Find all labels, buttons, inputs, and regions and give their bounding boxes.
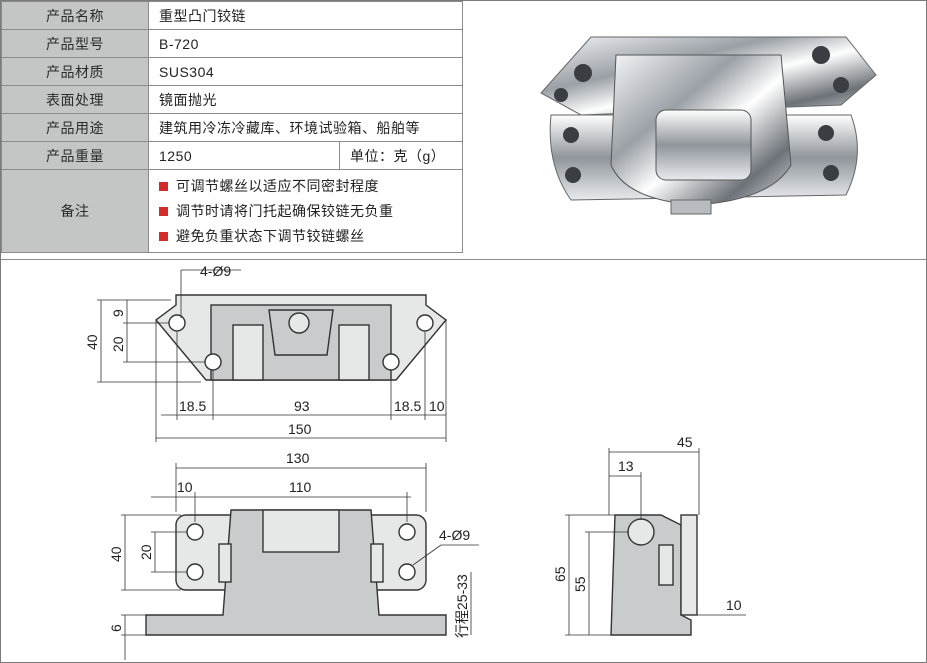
spec-row-notes: 备注 可调节螺丝以适应不同密封程度 调节时请将门托起确保铰链无负重 避免负重状态… xyxy=(1,169,463,253)
spec-row-finish: 表面处理 镜面抛光 xyxy=(1,85,463,114)
drawing-canvas: 4-Ø9 40 9 20 18.5 93 18.5 10 150 xyxy=(84,263,746,660)
dim-front-h-a: 20 xyxy=(138,544,154,560)
dim-side-base: 10 xyxy=(726,597,742,613)
dim-side-w-total: 45 xyxy=(677,434,693,450)
spec-label: 产品材质 xyxy=(1,57,149,86)
dim-top-w-b: 18.5 xyxy=(394,398,421,414)
dim-front-h-total: 40 xyxy=(108,546,124,562)
dim-top-hole: 4-Ø9 xyxy=(200,263,231,279)
spec-label: 产品重量 xyxy=(1,141,149,170)
dim-top-w-total: 150 xyxy=(288,421,312,437)
spec-value: 重型凸门铰链 xyxy=(148,1,463,30)
spec-row-weight: 产品重量 1250 单位：克（g） xyxy=(1,141,463,170)
notes-list: 可调节螺丝以适应不同密封程度 调节时请将门托起确保铰链无负重 避免负重状态下调节… xyxy=(148,169,463,253)
note-item: 调节时请将门托起确保铰链无负重 xyxy=(159,199,452,224)
bullet-square-icon xyxy=(159,181,168,191)
spec-row-usage: 产品用途 建筑用冷冻冷藏库、环境试验箱、船舶等 xyxy=(1,113,463,142)
dim-front-w-total: 130 xyxy=(286,450,310,466)
dim-top-h-a: 9 xyxy=(110,309,126,317)
dim-side-h-total: 65 xyxy=(552,566,568,582)
dim-top-w-a: 18.5 xyxy=(179,398,206,414)
technical-drawings: 4-Ø9 40 9 20 18.5 93 18.5 10 150 xyxy=(1,259,926,663)
dim-front-hole: 4-Ø9 xyxy=(439,527,470,543)
spec-label: 备注 xyxy=(1,169,149,253)
spec-row-material: 产品材质 SUS304 xyxy=(1,57,463,86)
dim-front-travel: 行程25-33 xyxy=(454,574,470,638)
spec-row-model: 产品型号 B-720 xyxy=(1,29,463,58)
spec-table: 产品名称 重型凸门铰链 产品型号 B-720 产品材质 SUS304 表面处理 … xyxy=(1,1,463,253)
weight-unit: 单位：克（g） xyxy=(339,141,463,170)
dim-top-w-c: 10 xyxy=(429,398,445,414)
product-photo xyxy=(540,36,877,215)
dim-top-h-b: 20 xyxy=(110,336,126,352)
spec-label: 表面处理 xyxy=(1,85,149,114)
dim-top-h-total: 40 xyxy=(84,334,100,350)
spec-value: 建筑用冷冻冷藏库、环境试验箱、船舶等 xyxy=(148,113,463,142)
spec-label: 产品用途 xyxy=(1,113,149,142)
front-view: 130 10 110 40 20 4-Ø9 行程25-33 6 xyxy=(108,450,479,660)
side-view: 45 13 65 55 10 xyxy=(552,434,746,636)
dim-top-w-mid: 93 xyxy=(294,398,310,414)
note-text: 调节时请将门托起确保铰链无负重 xyxy=(176,203,394,219)
dim-front-base: 6 xyxy=(108,624,124,632)
spec-value: 1250 xyxy=(148,141,340,170)
spec-label: 产品型号 xyxy=(1,29,149,58)
note-text: 避免负重状态下调节铰链螺丝 xyxy=(176,228,365,244)
spec-value: 镜面抛光 xyxy=(148,85,463,114)
bullet-square-icon xyxy=(159,206,168,216)
spec-value: B-720 xyxy=(148,29,463,58)
dim-front-w-a: 10 xyxy=(177,479,193,495)
dim-side-w-a: 13 xyxy=(618,458,634,474)
dim-front-w-mid: 110 xyxy=(289,479,312,495)
spec-label: 产品名称 xyxy=(1,1,149,30)
note-item: 避免负重状态下调节铰链螺丝 xyxy=(159,224,452,249)
note-item: 可调节螺丝以适应不同密封程度 xyxy=(159,174,452,199)
dim-side-h-a: 55 xyxy=(572,576,588,592)
bullet-square-icon xyxy=(159,231,168,241)
spec-value: SUS304 xyxy=(148,57,463,86)
note-text: 可调节螺丝以适应不同密封程度 xyxy=(176,178,379,194)
top-view: 4-Ø9 40 9 20 18.5 93 18.5 10 150 xyxy=(84,263,448,442)
spec-row-name: 产品名称 重型凸门铰链 xyxy=(1,1,463,30)
